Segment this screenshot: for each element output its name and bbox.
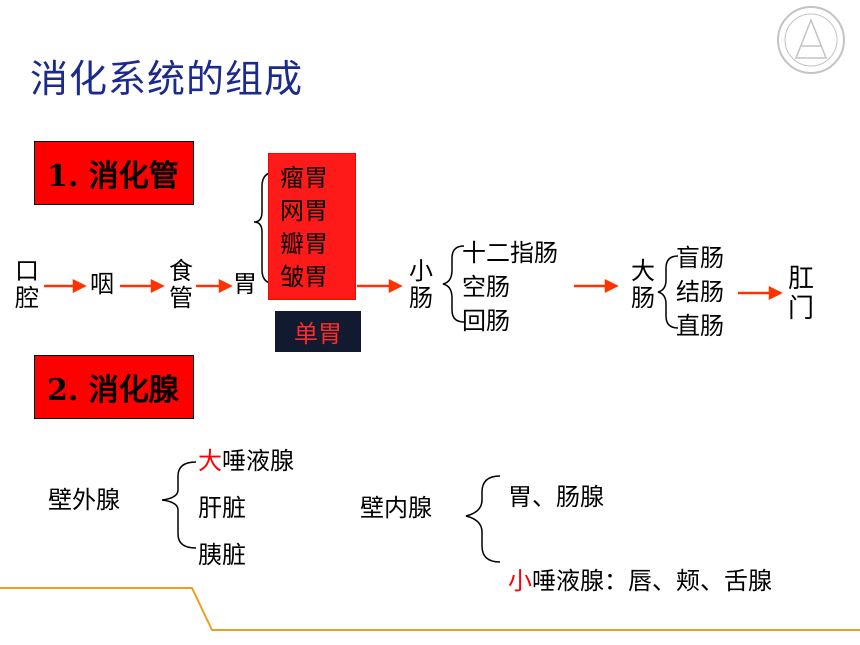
gland-prefix: 小 [508, 567, 532, 595]
large-intestine-part: 直肠 [676, 312, 724, 340]
flow-arrows [44, 278, 783, 301]
arrow-small-large [574, 278, 619, 294]
outer-gland-item: 肝脏 [198, 485, 294, 532]
page-title: 消化系统的组成 [30, 57, 304, 101]
section-heading-tract: 1. 消化管 [34, 141, 194, 205]
gland-name: 胰脏 [198, 541, 246, 569]
stomach-parts-box [268, 153, 356, 300]
large-intestine-part: 结肠 [676, 278, 724, 306]
section-heading-glands: 2. 消化腺 [34, 355, 194, 419]
gland-prefix: 大 [198, 447, 222, 475]
stomach-part: 皱胃 [280, 263, 328, 291]
arrow-large-anus [738, 285, 783, 301]
inner-glands-label: 壁内腺 [360, 494, 432, 522]
outer-glands-list: 大唾液腺 肝脏 胰脏 [198, 438, 294, 579]
outer-gland-item: 大唾液腺 [198, 438, 294, 485]
stomach-part: 网胃 [280, 197, 328, 225]
gland-name: 唾液腺 [222, 447, 294, 475]
arrow-pharynx-esophagus [120, 278, 165, 294]
gland-name: 肝脏 [198, 494, 246, 522]
outer-gland-item: 胰脏 [198, 532, 294, 579]
gland-name: 唾液腺：唇、颊、舌腺 [532, 567, 772, 595]
arrow-stomach-small [357, 278, 403, 294]
organ-stomach: 胃 [233, 270, 257, 298]
brace-stomach [253, 171, 277, 285]
stomach-part: 瓣胃 [280, 230, 328, 258]
organ-large-intestine: 大肠 [631, 257, 655, 312]
arrow-mouth-pharynx [44, 278, 87, 294]
organ-mouth: 口腔 [15, 257, 39, 312]
inner-gland-item: 胃、肠腺 [508, 455, 772, 539]
small-intestine-parts: 十二指肠 空肠 回肠 [462, 236, 558, 338]
brace-small-intestine [442, 245, 465, 323]
brace-outer-glands [161, 461, 197, 549]
organ-pharynx: 咽 [90, 270, 114, 298]
organ-small-intestine: 小肠 [409, 257, 433, 312]
gland-name: 胃、肠腺 [508, 483, 604, 511]
organ-anus: 肛门 [787, 264, 814, 324]
small-intestine-part: 回肠 [462, 307, 510, 335]
brace-large-intestine [657, 255, 679, 329]
footer-line [0, 587, 860, 631]
organ-esophagus: 食管 [169, 257, 193, 312]
braces [161, 171, 679, 563]
arrow-esophagus-stomach [196, 278, 233, 294]
small-intestine-part: 空肠 [462, 273, 510, 301]
large-intestine-parts: 盲肠 结肠 直肠 [676, 241, 724, 343]
outer-glands-label: 壁外腺 [48, 486, 120, 514]
inner-glands-list: 胃、肠腺 小唾液腺：唇、颊、舌腺 [508, 455, 772, 623]
large-intestine-part: 盲肠 [676, 244, 724, 272]
brace-inner-glands [465, 475, 501, 563]
university-seal-logo [777, 6, 845, 74]
stomach-part: 瘤胃 [280, 164, 328, 192]
single-stomach-label: 单胃 [275, 311, 361, 352]
small-intestine-part: 十二指肠 [462, 239, 558, 267]
inner-gland-item: 小唾液腺：唇、颊、舌腺 [508, 539, 772, 623]
stomach-parts-list: 瘤胃 网胃 瓣胃 皱胃 [280, 162, 328, 294]
